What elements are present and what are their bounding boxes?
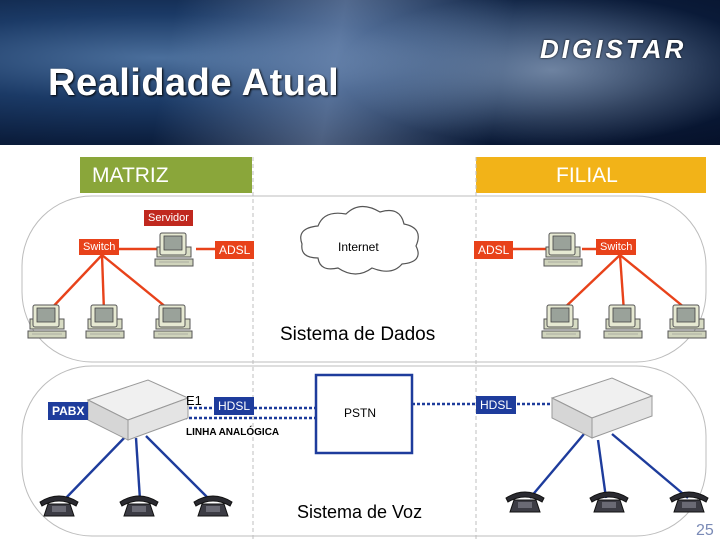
switch-tag-filial: Switch: [596, 239, 637, 255]
internet-label: Internet: [338, 240, 379, 254]
slide-banner: [0, 0, 720, 145]
pabx-tag: PABX: [48, 402, 89, 420]
servidor-tag: Servidor: [144, 210, 193, 226]
filial-voice-links: [529, 433, 689, 499]
pstn-box: [314, 373, 414, 455]
sistema-de-dados-label: Sistema de Dados: [280, 324, 436, 345]
banner-glow: [300, 0, 720, 145]
e1-label: E1: [186, 393, 202, 408]
matriz-header-label: MATRIZ: [92, 164, 169, 187]
switch-tag-matriz: Switch: [79, 239, 120, 255]
linha-analogica-label: LINHA ANALÓGICA: [186, 427, 280, 438]
adsl-tag-matriz: ADSL: [215, 241, 255, 259]
hdsl-tag-matriz: HDSL: [214, 397, 255, 415]
filial-header-label: FILIAL: [556, 164, 618, 187]
slide-title: Realidade Atual: [48, 62, 340, 104]
digistar-logo: DIGISTAR: [540, 34, 687, 64]
sistema-de-voz-label: Sistema de Voz: [297, 502, 423, 522]
matriz-header: [80, 157, 252, 193]
adsl-tag-filial: ADSL: [474, 241, 514, 259]
matriz-voice-links: [63, 433, 211, 501]
banner-light-streak: [120, 0, 660, 145]
pstn-label: PSTN: [344, 406, 377, 420]
filial-data-links: [512, 247, 691, 313]
internet-cloud: [300, 205, 419, 275]
voice-system-boundary: [21, 365, 707, 537]
page-number: 25: [696, 522, 714, 539]
data-system-boundary: [21, 195, 707, 363]
hdsl-tag-filial: HDSL: [476, 396, 517, 414]
filial-header: [476, 157, 706, 193]
